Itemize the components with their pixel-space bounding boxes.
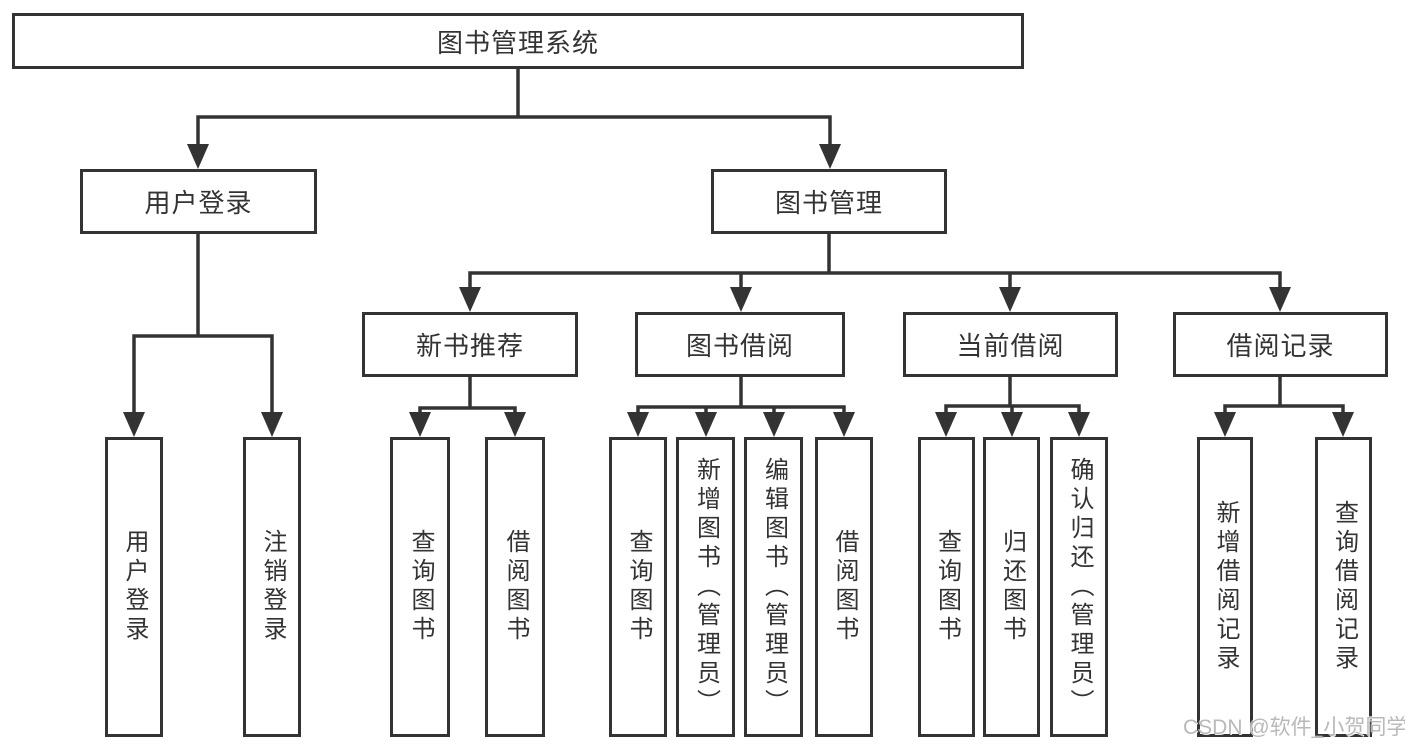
node-user-login-leaf: 用户登录 [105,437,163,737]
node-add-borrow-record: 新增借阅记录 [1197,437,1253,737]
node-new-book-recommend: 新书推荐 [362,312,578,377]
node-label: 查询图书 [407,529,434,645]
node-query-books-borrow: 查询图书 [609,437,667,737]
node-library-management-system: 图书管理系统 [12,13,1024,69]
node-label: 查询图书 [625,529,652,645]
node-confirm-return-admin: 确认归还（管理员） [1050,437,1108,737]
node-book-borrowing: 图书借阅 [635,312,845,377]
node-logout: 注销登录 [243,437,301,737]
node-add-book-admin: 新增图书（管理员） [676,437,735,737]
node-edit-book-admin: 编辑图书（管理员） [744,437,803,737]
node-query-books-current: 查询图书 [918,437,975,737]
node-borrow-books-recommend: 借阅图书 [485,437,545,737]
node-label: 新增图书（管理员） [692,456,720,718]
node-label: 编辑图书（管理员） [760,456,788,718]
csdn-watermark: CSDN @软件_小贺同学 [1183,716,1405,739]
node-label: 归还图书 [998,529,1026,645]
node-borrow-books-leaf: 借阅图书 [815,437,873,737]
node-label: 借阅图书 [502,529,529,645]
node-current-borrowing: 当前借阅 [903,312,1118,377]
node-user-login: 用户登录 [80,169,317,234]
node-label: 确认归还（管理员） [1066,456,1093,718]
node-label: 新增借阅记录 [1212,500,1239,674]
node-return-book: 归还图书 [983,437,1040,737]
node-label: 借阅图书 [831,529,858,645]
node-label: 查询借阅记录 [1330,500,1358,674]
node-borrowing-records: 借阅记录 [1173,312,1388,377]
node-label: 用户登录 [121,529,148,645]
node-label: 查询图书 [933,529,961,645]
node-query-borrow-record: 查询借阅记录 [1315,437,1372,737]
node-label: 注销登录 [259,529,286,645]
node-query-books-recommend: 查询图书 [390,437,450,737]
node-book-management: 图书管理 [711,169,947,234]
